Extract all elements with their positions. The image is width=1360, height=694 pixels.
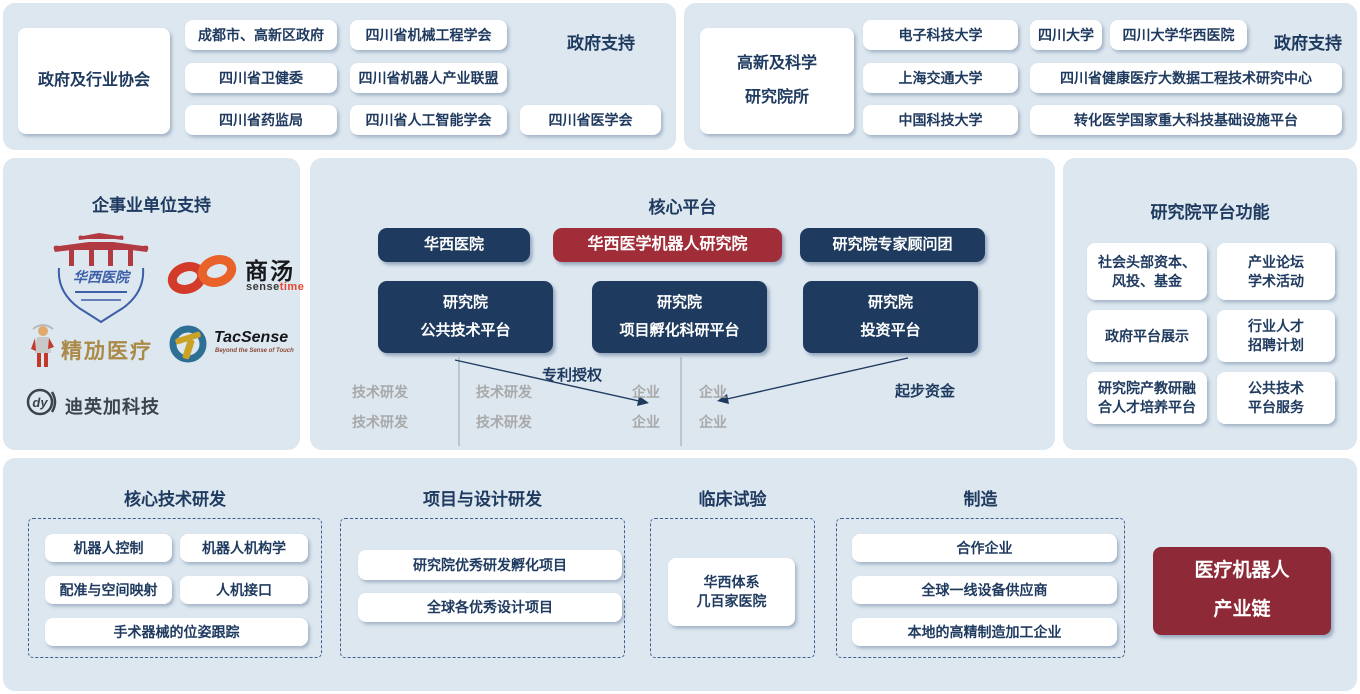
rd-label-3: 技术研发	[352, 414, 408, 430]
patent-arrowhead-icon	[637, 396, 649, 406]
node-talent-recruiting: 行业人才 招聘计划	[1217, 310, 1335, 362]
diyingjia-logo-text: 迪英加科技	[65, 397, 160, 417]
node-hightech-science-institutes: 高新及科学 研究院所	[700, 28, 854, 134]
rd-label-2: 技术研发	[476, 384, 532, 400]
west-china-hospital-logo: 华西医院	[45, 230, 157, 330]
node-west-china-hospital-scu: 四川大学华西医院	[1110, 20, 1247, 50]
rd-label-1: 技术研发	[352, 384, 408, 400]
node-incubated-rd-projects: 研究院优秀研发孵化项目	[358, 550, 622, 580]
tacsense-tagline: Beyond the Sense of Touch	[215, 348, 294, 354]
enterprise-panel-title: 企事业单位支持	[92, 196, 211, 215]
panel-government-associations: 政府及行业协会 政府支持 成都市、高新区政府 四川省机械工程学会 四川省卫健委 …	[3, 3, 676, 150]
panel-core-platform: 核心平台 华西医院 华西医学机器人研究院 研究院专家顾问团 研究院 公共技术平台…	[310, 158, 1055, 450]
sensetime-en-a: sense	[246, 281, 280, 293]
huaxi-logo-text: 华西医院	[73, 269, 132, 285]
tacsense-logo-text: TacSense	[214, 329, 289, 346]
node-local-precision-manufacturers: 本地的高精制造加工企业	[852, 618, 1117, 646]
node-health-bigdata-center: 四川省健康医疗大数据工程技术研究中心	[1030, 63, 1342, 93]
sensetime-cn-text: 商汤	[245, 258, 295, 284]
node-chengdu-gaoxin-gov: 成都市、高新区政府	[185, 20, 337, 50]
flow-arrows	[454, 357, 909, 446]
node-instrument-pose-tracking: 手术器械的位姿跟踪	[45, 618, 308, 646]
rd-label-4: 技术研发	[476, 414, 532, 430]
group-clinical-trials	[650, 518, 815, 658]
functions-panel-title: 研究院平台功能	[1150, 203, 1270, 222]
node-capital-vc-funds: 社会头部资本、 风投、基金	[1087, 243, 1207, 300]
node-talent-training-platform: 研究院产教研融 合人才培养平台	[1087, 372, 1207, 424]
diyingjia-mark-text: dy	[32, 395, 48, 410]
seed-funding-label: 起步资金	[895, 383, 956, 400]
node-gov-platform-display: 政府平台展示	[1087, 310, 1207, 362]
node-health-commission: 四川省卫健委	[185, 63, 337, 93]
panel-research-institutes: 高新及科学 研究院所 政府支持 电子科技大学 四川大学 四川大学华西医院 上海交…	[684, 3, 1357, 150]
node-translational-medicine-platform: 转化医学国家重大科技基础设施平台	[1030, 105, 1342, 135]
node-gov-industry-assoc: 政府及行业协会	[18, 28, 170, 134]
node-drug-admin: 四川省药监局	[185, 105, 337, 135]
node-medical-robot-industry-chain: 医疗机器人 产业链	[1153, 547, 1331, 635]
node-uestc: 电子科技大学	[863, 20, 1018, 50]
tacsense-icon	[169, 325, 207, 363]
node-robot-industry-alliance: 四川省机器人产业联盟	[350, 63, 507, 93]
jingmai-mascot-icon	[31, 324, 54, 367]
diyingjia-logo: dy 迪英加科技	[25, 386, 185, 420]
diyingjia-mark-icon: dy	[26, 388, 57, 416]
node-investment-platform: 研究院 投资平台	[803, 281, 978, 353]
enterprise-label-4: 企业	[699, 414, 727, 430]
node-robot-control: 机器人控制	[45, 534, 172, 562]
node-ai-society: 四川省人工智能学会	[350, 105, 507, 135]
panel-enterprise-support: 企事业单位支持 华西医院 商汤 sensetime	[3, 158, 304, 450]
jingmai-logo-text: 精劢医疗	[61, 340, 153, 363]
node-west-china-hospital: 华西医院	[378, 228, 530, 262]
node-global-design-projects: 全球各优秀设计项目	[358, 593, 622, 622]
section-title-clinical-trials: 临床试验	[698, 490, 767, 509]
node-expert-advisory-board: 研究院专家顾问团	[800, 228, 985, 262]
label-gov-support-right: 政府支持	[1274, 34, 1342, 53]
node-registration-mapping: 配准与空间映射	[45, 576, 172, 604]
node-global-equipment-suppliers: 全球一线设备供应商	[852, 576, 1117, 604]
patent-license-label: 专利授权	[542, 367, 603, 384]
node-human-machine-interface: 人机接口	[180, 576, 308, 604]
sensetime-swoosh-icon	[167, 255, 237, 294]
node-partner-enterprises: 合作企业	[852, 534, 1117, 562]
tacsense-logo: TacSense Beyond the Sense of Touch	[167, 323, 295, 371]
node-sjtu: 上海交通大学	[863, 63, 1018, 93]
patent-arrow	[454, 359, 640, 402]
node-robot-mechanics: 机器人机构学	[180, 534, 308, 562]
sensetime-en-text: sensetime	[246, 281, 304, 293]
enterprise-label-1: 企业	[632, 384, 660, 400]
label-gov-support-left: 政府支持	[567, 34, 635, 53]
group-core-rd	[28, 518, 322, 658]
enterprise-label-3: 企业	[632, 414, 660, 430]
node-medical-society: 四川省医学会	[520, 105, 661, 135]
node-public-tech-platform: 研究院 公共技术平台	[378, 281, 553, 353]
group-project-design	[340, 518, 625, 658]
node-medical-robot-institute: 华西医学机器人研究院	[553, 228, 782, 262]
node-sichuan-univ: 四川大学	[1030, 20, 1102, 50]
seed-arrow	[726, 357, 909, 400]
jingmai-medical-logo: 精劢医疗	[29, 323, 169, 378]
sensetime-logo: 商汤 sensetime	[165, 248, 304, 303]
core-panel-title: 核心平台	[648, 198, 717, 217]
enterprise-label-2: 企业	[699, 384, 727, 400]
seed-arrowhead-icon	[717, 394, 729, 404]
sensetime-en-b: time	[279, 281, 305, 293]
node-ustc: 中国科技大学	[863, 105, 1018, 135]
node-mech-eng-society: 四川省机械工程学会	[350, 20, 507, 50]
panel-platform-functions: 研究院平台功能 社会头部资本、 风投、基金 产业论坛 学术活动 政府平台展示 行…	[1063, 158, 1357, 450]
section-title-project-design: 项目与设计研发	[423, 490, 542, 509]
section-title-manufacturing: 制造	[963, 490, 998, 509]
node-west-china-hospital-network: 华西体系 几百家医院	[668, 558, 795, 626]
node-public-tech-services: 公共技术 平台服务	[1217, 372, 1335, 424]
panel-industry-chain: 核心技术研发 项目与设计研发 临床试验 制造 机器人控制 机器人机构学 配准与空…	[3, 458, 1357, 691]
group-manufacturing	[836, 518, 1125, 658]
node-industry-forum: 产业论坛 学术活动	[1217, 243, 1335, 300]
section-title-core-rd: 核心技术研发	[124, 490, 226, 509]
node-incubation-platform: 研究院 项目孵化科研平台	[592, 281, 767, 353]
